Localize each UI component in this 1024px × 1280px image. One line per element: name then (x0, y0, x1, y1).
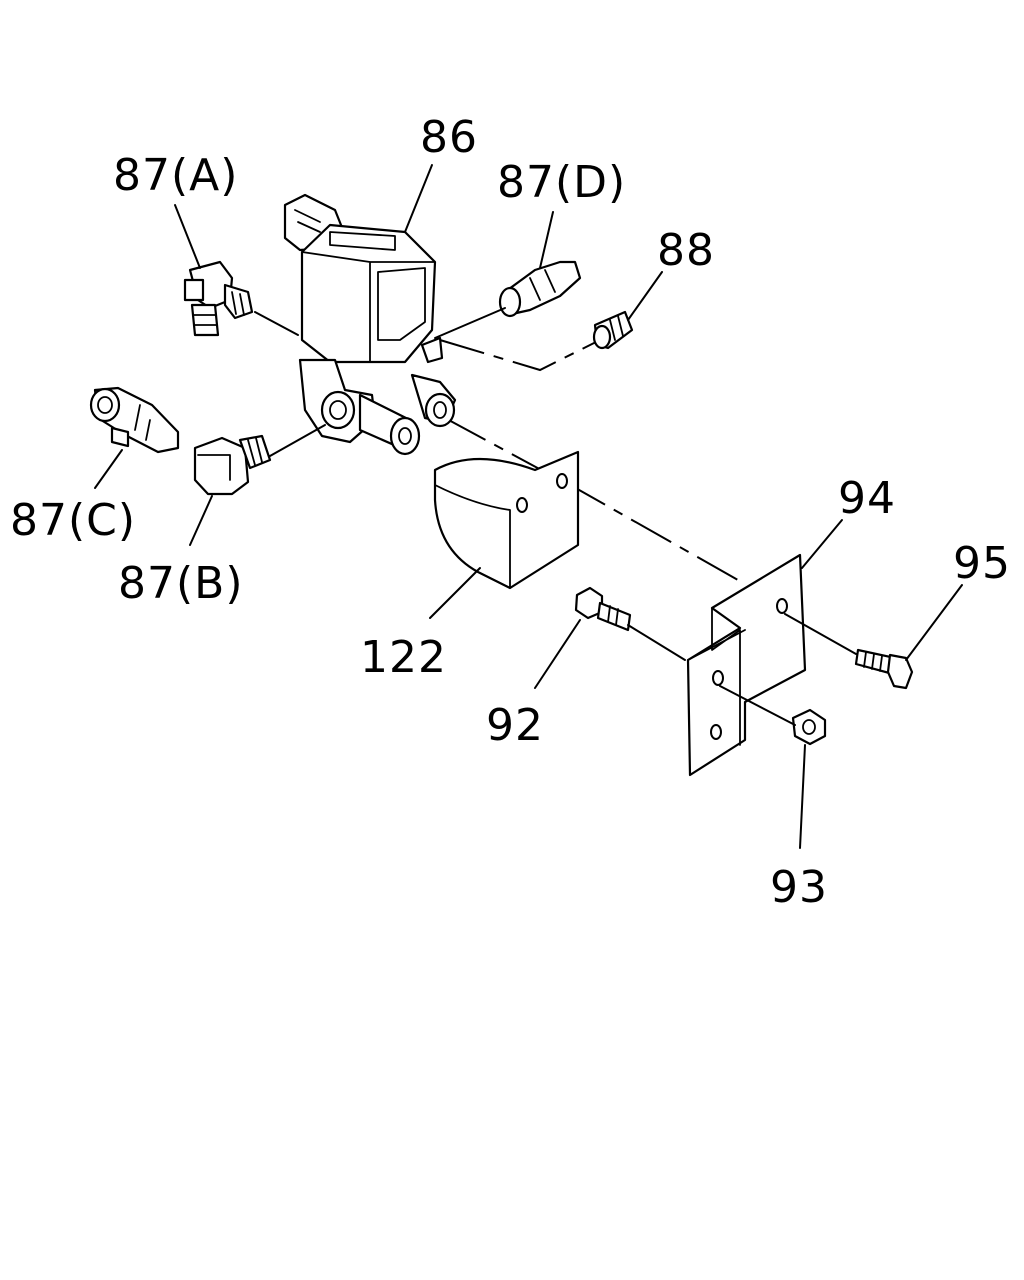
assembly-lines (439, 339, 739, 581)
leader-87c (94, 449, 123, 489)
label-95: 95 (953, 538, 1011, 589)
part-labels: 86 87(A) 87(D) 88 87(C) 87(B) 94 95 122 … (10, 112, 1011, 913)
label-88: 88 (657, 225, 715, 276)
leader-87a (174, 204, 201, 269)
leader-86 (404, 164, 433, 233)
fitting-87d (498, 260, 582, 318)
leader-lines (94, 164, 963, 849)
assembly-line-94 (564, 481, 739, 581)
bracket-94 (686, 553, 807, 777)
fitting-87b (193, 434, 272, 496)
fitting-87c (89, 386, 180, 454)
label-87a: 87(A) (113, 150, 238, 201)
label-87c: 87(C) (10, 495, 136, 546)
label-87b: 87(B) (118, 558, 244, 609)
leader-95 (905, 584, 963, 661)
label-87d: 87(D) (497, 157, 626, 208)
label-93: 93 (770, 862, 828, 913)
leader-88 (627, 271, 663, 321)
bolt-92 (574, 586, 632, 632)
label-92: 92 (486, 700, 544, 751)
bracket-122 (433, 450, 580, 590)
label-94: 94 (838, 473, 896, 524)
label-86: 86 (420, 112, 478, 163)
leader-92 (534, 619, 581, 689)
plug-88 (592, 310, 634, 350)
assembly-line-88 (439, 339, 601, 372)
label-122: 122 (360, 632, 447, 683)
leader-87d (539, 211, 554, 269)
nut-93 (791, 708, 827, 746)
bolt-95 (854, 648, 914, 690)
leader-122 (429, 567, 481, 619)
leader-93 (799, 744, 806, 849)
assembly-line-122 (444, 417, 546, 473)
leader-87b (189, 495, 213, 546)
solenoid-valve-86 (283, 193, 457, 456)
fitting-87a (183, 260, 254, 337)
valve-coil-body (300, 223, 437, 364)
leader-94 (801, 519, 843, 569)
